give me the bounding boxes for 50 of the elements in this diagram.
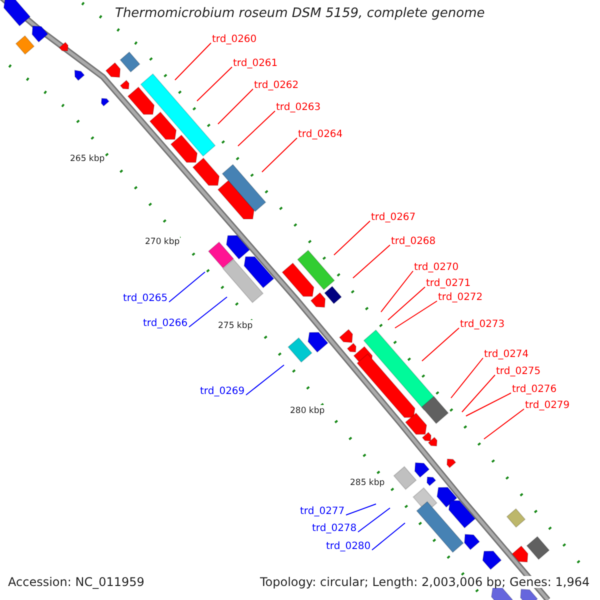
leader-line [246, 364, 284, 396]
leader-line [174, 42, 212, 80]
gene-label: trd_0266 [143, 318, 188, 330]
gene-label: trd_0270 [414, 262, 459, 274]
gene-label: trd_0264 [298, 129, 343, 141]
gene-label: trd_0267 [371, 212, 416, 224]
gene-label: trd_0276 [512, 384, 557, 396]
leader-line [168, 272, 206, 302]
gene-label: trd_0272 [438, 292, 483, 304]
leader-line [358, 508, 390, 532]
leader-line [262, 138, 298, 172]
leader-line [188, 296, 228, 328]
leader-line [218, 88, 254, 124]
genome-summary-text: Topology: circular; Length: 2,003,006 bp; Genes: 1,964 [260, 576, 590, 588]
scale-label: 275 kbp [218, 320, 253, 332]
leader-line [462, 374, 496, 412]
gene-label: trd_0262 [254, 80, 299, 92]
gene-label: trd_0273 [460, 319, 505, 331]
leader-line [380, 270, 414, 312]
gene-label: trd_0279 [525, 400, 570, 412]
leader-line [450, 358, 484, 398]
gene-label: trd_0275 [496, 366, 541, 378]
accession-text: Accession: NC_011959 [8, 576, 144, 588]
gene-label: trd_0260 [212, 34, 257, 46]
gene-label: trd_0274 [484, 349, 529, 361]
leader-line [238, 110, 276, 146]
leader-line [346, 504, 376, 516]
scale-label: 265 kbp [70, 153, 105, 165]
gene-label: trd_0269 [200, 386, 245, 398]
gene-label: trd_0271 [426, 278, 471, 290]
gene-label: trd_0268 [391, 236, 436, 248]
leader-line [484, 408, 524, 440]
scale-label: 270 kbp [145, 236, 180, 248]
leader-line [372, 522, 406, 550]
scale-label: 285 kbp [350, 477, 385, 489]
gene-label: trd_0280 [326, 541, 371, 553]
gene-label: trd_0278 [312, 523, 357, 535]
gene-label: trd_0277 [300, 506, 345, 518]
leader-line [352, 244, 390, 278]
leader-line [422, 328, 460, 362]
gene-label: trd_0265 [123, 293, 168, 305]
leader-line [334, 220, 370, 256]
leader-line [196, 66, 232, 102]
leader-line [394, 300, 438, 328]
diagram-title: Thermomicrobium roseum DSM 5159, complete genome [115, 8, 485, 20]
leader-line [388, 286, 426, 320]
gene-label: trd_0261 [233, 58, 278, 70]
scale-label: 280 kbp [290, 405, 325, 417]
leader-line [466, 392, 512, 416]
gene-label: trd_0263 [276, 102, 321, 114]
